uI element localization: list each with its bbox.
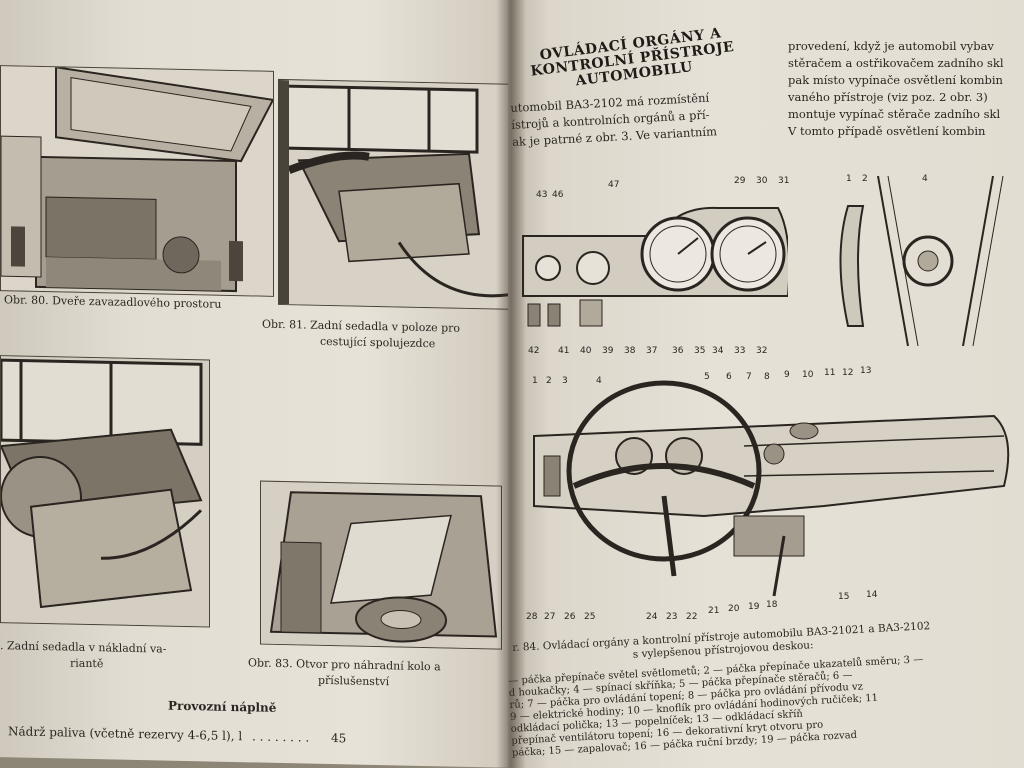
fuel-tank-row: Nádrž paliva (včetně rezervy 4-6,5 l), l… [8,723,346,747]
figure-84-legend: — páčka přepínače světel světlometů; 2 —… [508,654,927,760]
panel-label: 39 [602,346,614,356]
left-page: Obr. 80. Dveře zavazadlového prostoru Ob… [0,0,520,768]
right-col-line-5: montuje vypínač stěrače zadního skl [788,107,1001,121]
panel-label: 36 [672,346,684,356]
panel-label: 32 [756,346,768,356]
figure-82-caption-line2: riantě [70,656,104,671]
dash-label: 2 [546,376,552,386]
panel-label: 40 [580,346,592,356]
dash-label: 26 [564,612,576,622]
figure-83-caption-line2: příslušenství [318,673,390,689]
dash-label: 1 [532,376,538,386]
right-col-line-6: V tomto případě osvětlení kombin [788,124,986,138]
side-label: 1 [846,174,852,184]
panel-label: 42 [528,346,540,356]
dash-label: 7 [746,372,752,382]
dash-label: 8 [764,372,770,382]
fuel-tank-dots: . . . . . . . . [252,729,310,745]
panel-label: 35 [694,346,706,356]
right-col-line-2: stěračem a ostřikovačem zadního skl [788,56,1004,70]
panel-label: 29 [734,176,746,186]
section-title: Provozní náplně [168,698,277,715]
dash-label: 24 [646,612,658,622]
dash-label: 3 [562,376,568,386]
dash-label: 23 [666,612,678,622]
dash-label: 19 [748,602,760,612]
figure-83-caption-line1: Obr. 83. Otvor pro náhradní kolo a [248,656,441,674]
figure-80-illustration [0,65,274,297]
figure-82-caption-line1: . Zadní sedadla v nákladní va- [0,639,167,656]
panel-label: 34 [712,346,724,356]
fuel-tank-label: Nádrž paliva (včetně rezervy 4-6,5 l), l [8,724,243,744]
chapter-heading: OVLÁDACÍ ORGÁNY A KONTROLNÍ PŘÍSTROJE AU… [528,25,737,95]
figure-81-caption-line2: cestující spolujezdce [320,334,436,351]
dash-label: 27 [544,612,556,622]
dash-label: 13 [860,366,872,376]
panel-label: 38 [624,346,636,356]
dash-label: 11 [824,368,836,378]
figure-81-caption-line1: Obr. 81. Zadní sedadla v poloze pro [262,317,461,335]
dash-label: 25 [584,612,596,622]
panel-label: 37 [646,346,658,356]
panel-label: 46 [552,190,564,200]
right-column-text: provedení, když je automobil vybav stěra… [788,38,1004,140]
book-gutter [496,0,526,768]
panel-label: 31 [778,176,790,186]
dash-label: 18 [766,600,778,610]
dashboard-illustration [524,376,1018,606]
dash-label: 15 [838,592,850,602]
intro-text: utomobil BA3-2102 má rozmístění ístrojů … [510,89,717,151]
right-col-line-3: pak místo vypínače osvětlení kombin [788,73,1003,87]
dash-label: 14 [866,590,878,600]
dash-label: 21 [708,606,720,616]
panel-label: 30 [756,176,768,186]
fuel-tank-value: 45 [331,731,347,746]
right-col-line-4: vaného přístroje (viz poz. 2 obr. 3) [788,90,988,104]
dash-label: 5 [704,372,710,382]
dash-label: 28 [526,612,538,622]
panel-label: 41 [558,346,570,356]
steering-column-detail-illustration [818,175,1018,347]
dash-label: 20 [728,604,740,614]
figure-81-illustration [278,78,510,310]
figure-82-illustration [0,355,210,628]
right-page: OVLÁDACÍ ORGÁNY A KONTROLNÍ PŘÍSTROJE AU… [508,0,1024,768]
dash-label: 10 [802,370,814,380]
figure-80-caption: Obr. 80. Dveře zavazadlového prostoru [4,293,222,311]
right-col-line-1: provedení, když je automobil vybav [788,39,994,53]
dash-label: 9 [784,370,790,380]
dash-label: 12 [842,368,854,378]
panel-label: 47 [608,180,620,190]
instrument-panel-illustration [518,196,791,336]
dash-label: 4 [596,376,602,386]
figure-83-illustration [260,480,502,650]
dash-label: 22 [686,612,698,622]
side-label: 4 [922,174,928,184]
panel-label: 33 [734,346,746,356]
panel-label: 43 [536,190,548,200]
dash-label: 6 [726,372,732,382]
side-label: 2 [862,174,868,184]
